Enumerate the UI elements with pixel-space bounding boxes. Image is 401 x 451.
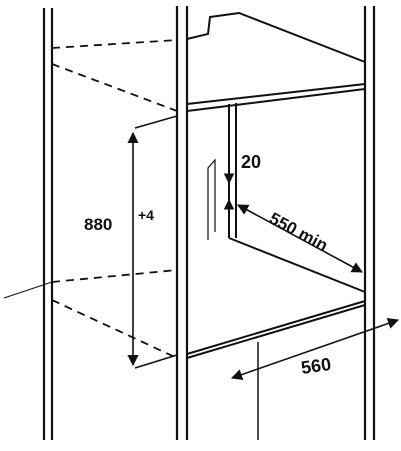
floor-reference-line <box>3 281 53 299</box>
width-dimension <box>230 318 400 380</box>
width-label: 560 <box>300 354 333 378</box>
cavity-back-wall <box>228 103 366 293</box>
bottom-shelf <box>186 297 366 360</box>
depth-min-label: 550 min <box>266 209 331 255</box>
height-value-label: 880 <box>84 215 112 234</box>
height-tolerance-label: +4 <box>138 207 154 223</box>
left-cabinet-wall <box>42 8 54 440</box>
right-cabinet-wall <box>363 6 376 440</box>
top-shelf-dashed <box>51 39 178 112</box>
height-dimension <box>127 115 178 369</box>
top-shelf <box>186 11 366 113</box>
niche-outline <box>207 158 216 240</box>
center-cabinet-panel <box>175 6 189 440</box>
top-gap-label: 20 <box>241 152 261 172</box>
bottom-shelf-dashed <box>51 269 178 359</box>
depth-dimension <box>237 204 363 273</box>
